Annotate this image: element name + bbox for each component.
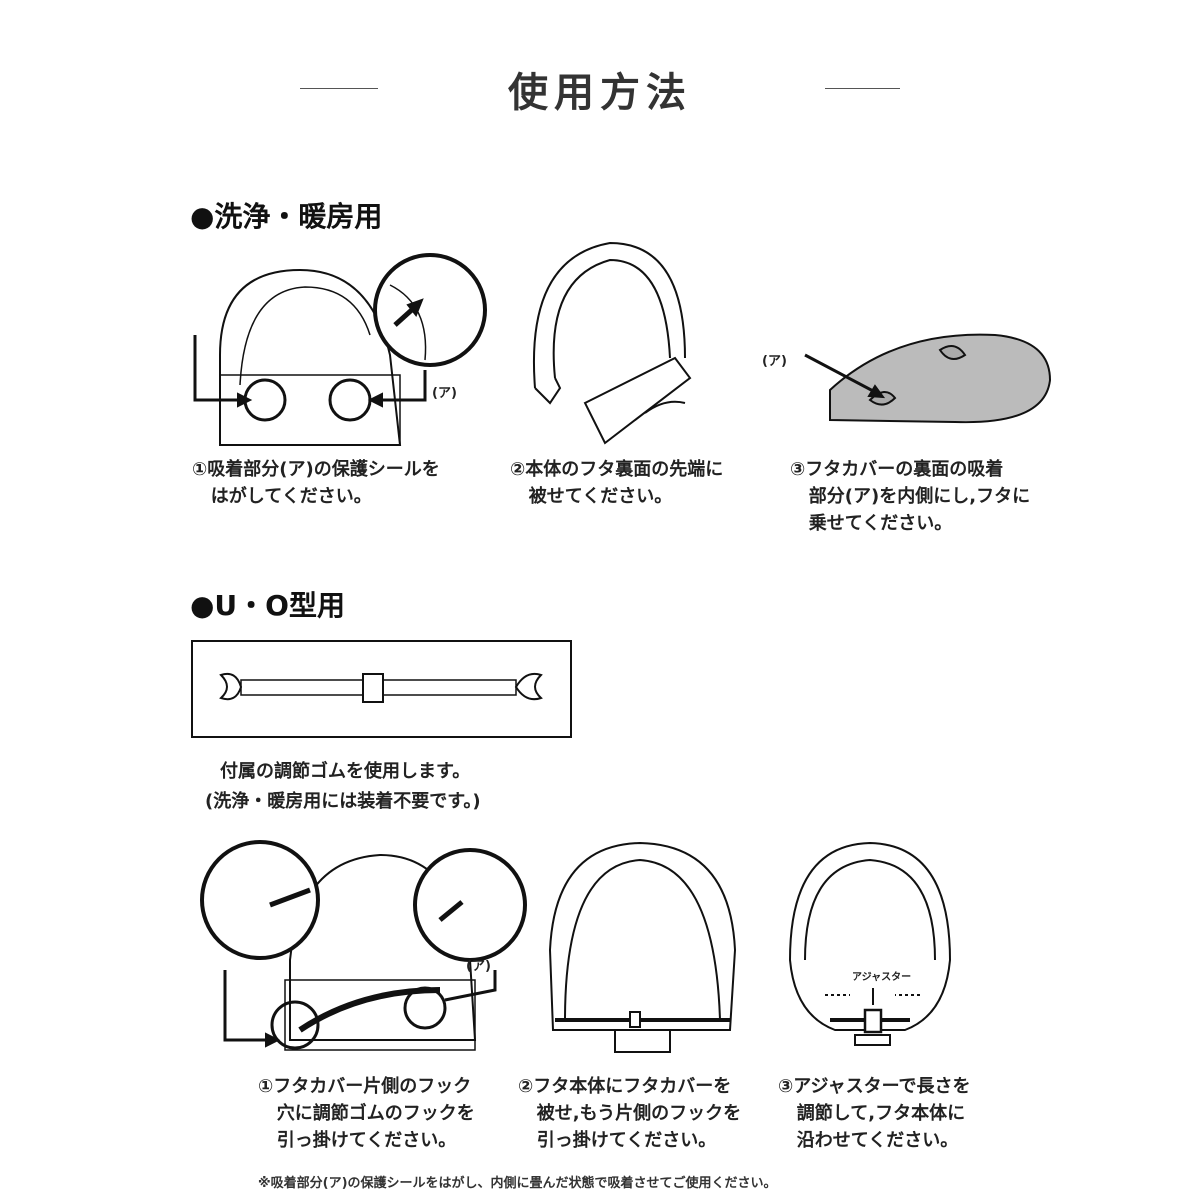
illustration-adjust-strap xyxy=(191,640,572,738)
illustration-uo-step2 xyxy=(545,840,740,1055)
title-rule-left xyxy=(300,88,378,89)
illustration-uo-step3 xyxy=(785,840,955,1045)
section-heading-uo: ●U・O型用 xyxy=(190,589,345,622)
label-a-3: (ア) xyxy=(762,354,787,369)
step1-caption: ①吸着部分(ア)の保護シールを はがしてください。 xyxy=(192,459,440,507)
label-a-1: (ア) xyxy=(432,386,457,401)
uo-step1-caption: ①フタカバー片側のフック 穴に調節ゴムのフックを 引っ掛けてください。 xyxy=(258,1076,475,1151)
step2-caption: ②本体のフタ裏面の先端に 被せてください。 xyxy=(510,459,724,507)
uo-step2-caption: ②フタ本体にフタカバーを 被せ,もう片側のフックを 引っ掛けてください。 xyxy=(518,1076,742,1151)
illustration-step3-place xyxy=(765,330,1055,430)
adjuster-label: アジャスター xyxy=(852,972,912,983)
strap-text-line1: 付属の調節ゴムを使用します。 xyxy=(220,761,471,782)
illustration-step1-peel xyxy=(190,245,490,455)
uo-step3-caption: ③アジャスターで長さを 調節して,フタ本体に 沿わせてください。 xyxy=(778,1076,971,1151)
strap-text-line2: (洗浄・暖房用には装着不要です。) xyxy=(205,791,481,812)
section-heading-washlet: ●洗浄・暖房用 xyxy=(190,200,383,233)
footnote: ※吸着部分(ア)の保護シールをはがし、内側に畳んだ状態で吸着させてご使用ください… xyxy=(258,1176,777,1191)
page-title: 使用方法 xyxy=(508,70,692,116)
title-rule-right xyxy=(825,88,900,89)
label-a-uo: (ア) xyxy=(466,959,491,974)
illustration-uo-step1 xyxy=(200,840,520,1080)
illustration-step2-cover xyxy=(525,238,705,448)
step3-caption: ③フタカバーの裏面の吸着 部分(ア)を内側にし,フタに 乗せてください。 xyxy=(790,459,1031,534)
